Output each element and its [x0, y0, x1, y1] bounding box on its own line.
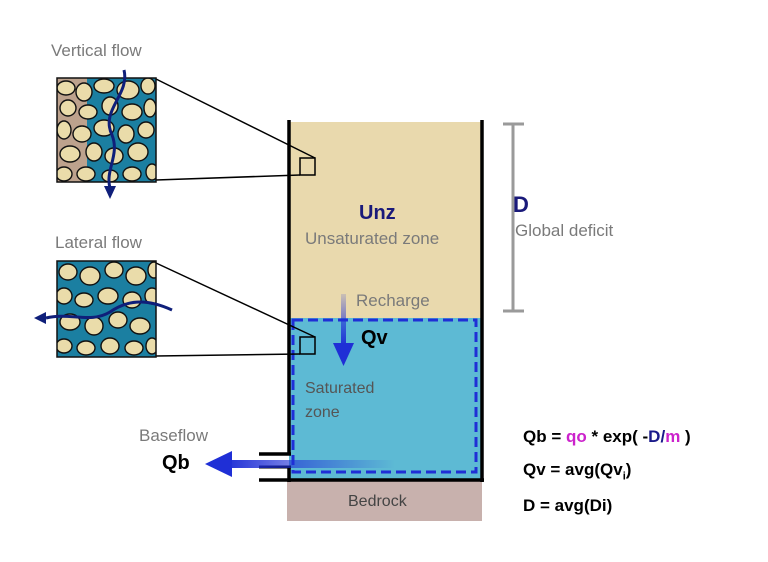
saturated-zone [289, 318, 482, 480]
eq-qv-sub: i [622, 470, 626, 483]
eq-qb-m: m [665, 427, 681, 446]
deficit-d-label: D [513, 192, 529, 217]
eq-qb-mid: * exp( - [586, 427, 649, 446]
vertical-flow-path [107, 69, 127, 189]
vertical-flow-inset-frame [56, 77, 157, 183]
bedrock-layer [287, 480, 482, 521]
zoom-line-bottom-lower [155, 353, 301, 357]
recharge-label: Recharge [356, 291, 430, 310]
lateral-flow-label: Lateral flow [55, 233, 142, 252]
eq-qv-end: ) [625, 460, 632, 479]
lateral-flow-path [45, 300, 173, 320]
zoom-line-bottom-upper [155, 262, 316, 338]
baseflow-arrow [205, 451, 395, 477]
zoom-square-bottom [299, 336, 316, 355]
saturated-zone-label-line1: Saturated [305, 380, 375, 397]
bedrock-label: Bedrock [348, 493, 407, 510]
unsaturated-zone [289, 122, 482, 318]
zoom-line-top-upper [155, 78, 316, 159]
eq-qb-lhs: Qb = [523, 427, 566, 446]
eq-qb-slash: / [660, 427, 666, 446]
equation-d: D = avg(Di) [523, 496, 613, 515]
eq-qv-lhs: Qv = avg(Qv [523, 460, 623, 479]
eq-qb-end: ) [685, 427, 691, 446]
vertical-flow-arrowhead [104, 186, 116, 199]
vertical-flow-inset [57, 78, 156, 182]
qv-label: Qv [361, 327, 388, 349]
lateral-flow-arrowhead [34, 312, 46, 324]
deficit-bracket [503, 122, 524, 313]
vertical-flow-label: Vertical flow [51, 41, 142, 60]
unsaturated-zone-label: Unsaturated zone [305, 229, 440, 248]
recharge-arrow [333, 294, 354, 366]
equation-qv: Qv = avg(Qvi) [523, 461, 631, 482]
unz-label: Unz [359, 202, 396, 224]
eq-qb-d: D [648, 427, 661, 446]
saturated-zone-label-line2: zone [305, 404, 340, 421]
zoom-square-top [299, 157, 316, 176]
baseflow-label: Baseflow [139, 426, 208, 445]
saturated-dashed-boundary [291, 318, 478, 474]
global-deficit-label: Global deficit [515, 221, 614, 240]
lateral-flow-inset [57, 261, 156, 357]
eq-qb-qo: qo [565, 427, 587, 446]
qb-label: Qb [162, 452, 190, 474]
lateral-flow-inset-frame [56, 260, 157, 358]
zoom-line-top-lower [155, 174, 301, 181]
equation-qb: Qb = qo * exp( -D/m ) [523, 428, 691, 445]
